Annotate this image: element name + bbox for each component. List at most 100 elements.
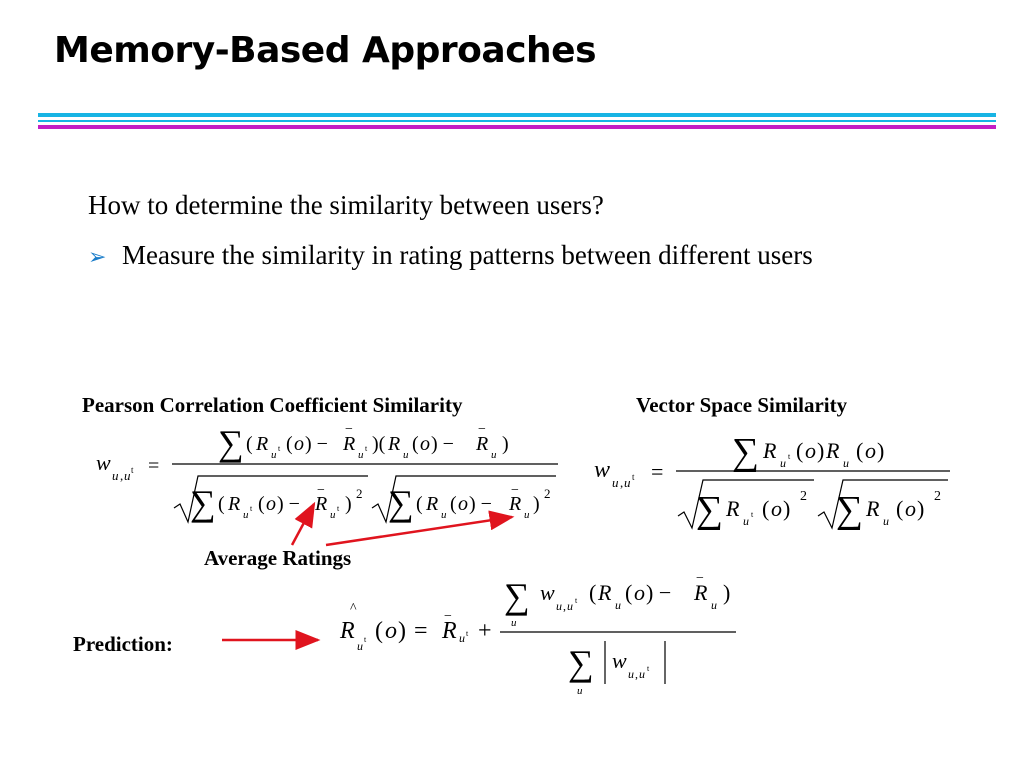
svg-text:) −: ) − [277,493,300,515]
svg-text:=: = [148,455,159,477]
svg-text:R: R [475,433,488,455]
svg-text:u: u [511,617,517,629]
svg-text:R: R [339,618,355,644]
svg-text:): ) [345,493,352,515]
svg-text:u: u [124,468,131,483]
svg-text:o: o [905,496,916,521]
svg-text:o: o [771,496,782,521]
svg-text:(: ( [258,493,265,515]
arrow-to-pearson-avg-1 [290,501,316,546]
svg-text:u: u [330,509,336,521]
svg-text:,: , [620,475,623,490]
prediction-label: Prediction: [73,632,173,656]
svg-text:−: − [696,571,704,586]
svg-text:u: u [628,667,634,681]
average-ratings-label: Average Ratings [204,546,352,570]
svg-text:−: − [511,483,519,498]
svg-text:2: 2 [356,486,363,501]
svg-text:(: ( [625,580,632,605]
svg-text:w: w [96,450,111,475]
svg-text:R: R [762,438,777,463]
svg-text:): ) [723,580,730,605]
svg-text:u: u [112,468,119,483]
svg-text:(: ( [796,438,803,463]
svg-text:R: R [597,580,612,605]
svg-text:o: o [420,433,430,455]
svg-text:(: ( [589,580,596,605]
svg-text:t: t [131,465,134,475]
svg-text:(: ( [416,493,423,515]
svg-text:u: u [358,449,364,461]
svg-text:u: u [567,599,573,613]
svg-text:t: t [365,444,368,453]
svg-text:o: o [865,438,876,463]
svg-text:u: u [624,475,631,490]
svg-text:−: − [478,422,486,437]
svg-text:(: ( [246,433,253,455]
svg-text:R: R [342,433,355,455]
pearson-formula: w u , u t = ∑ ( R u t ( o ) − − R u t )(… [96,422,558,524]
svg-text:w: w [612,648,627,673]
svg-text:u: u [743,514,749,528]
svg-text:u: u [780,456,786,470]
svg-text:) −: ) − [646,580,671,605]
svg-text:(: ( [856,438,863,463]
svg-text:u: u [243,509,249,521]
svg-text:R: R [314,493,327,515]
svg-text:∑: ∑ [190,483,216,523]
svg-text:∑: ∑ [696,489,723,531]
svg-text:R: R [227,493,240,515]
svg-text:): ) [502,433,509,455]
svg-text:u: u [883,514,889,528]
svg-text:) −: ) − [431,433,454,455]
svg-text:,: , [120,468,123,483]
svg-text:t: t [250,504,253,513]
svg-text:(: ( [762,496,769,521]
svg-text:u: u [615,598,621,612]
svg-text:∑: ∑ [388,483,414,523]
svg-text:): ) [877,438,884,463]
svg-text:R: R [725,496,740,521]
svg-text:): ) [533,493,540,515]
svg-text:2: 2 [800,489,807,504]
svg-text:u: u [357,639,363,653]
svg-text:o: o [458,493,468,515]
svg-text:t: t [364,635,367,644]
svg-text:u: u [711,598,717,612]
pearson-label: Pearson Correlation Coefficient Similari… [82,393,463,417]
svg-text:R: R [865,496,880,521]
svg-text:o: o [294,433,304,455]
svg-text:2: 2 [934,489,941,504]
svg-text:u: u [403,449,409,461]
svg-text:(: ( [450,493,457,515]
svg-text:R: R [425,493,438,515]
svg-text:t: t [278,444,281,453]
title-rule-cyan [38,113,996,117]
svg-text:o: o [385,618,397,644]
svg-text:u: u [271,449,277,461]
arrow-bullet-icon: ➢ [88,244,107,269]
svg-text:−: − [444,609,452,624]
svg-text:)(: )( [372,433,386,455]
svg-text:∑: ∑ [732,431,759,473]
vector-space-formula: w u , u t = ∑ R u t ( o ) R u ( o ) ∑ R … [594,431,950,531]
svg-text:t: t [466,629,469,638]
svg-text:∑: ∑ [504,576,530,616]
svg-text:R: R [387,433,400,455]
svg-text:(: ( [412,433,419,455]
slide-title: Memory-Based Approaches [54,30,597,71]
svg-text:t: t [788,452,791,461]
svg-text:R: R [441,618,457,644]
svg-text:w: w [594,457,610,483]
svg-text:(: ( [218,493,225,515]
svg-text:−: − [317,483,325,498]
svg-text:u: u [612,475,619,490]
svg-text:,: , [563,599,566,613]
svg-text:(: ( [896,496,903,521]
bullet-item: ➢Measure the similarity in rating patter… [88,240,813,271]
svg-text:R: R [693,580,708,605]
svg-text:t: t [575,596,578,605]
prediction-formula: ^ R u t ( o ) = − R u t + ∑ u w u , u t … [339,571,736,697]
svg-text:t: t [751,510,754,519]
